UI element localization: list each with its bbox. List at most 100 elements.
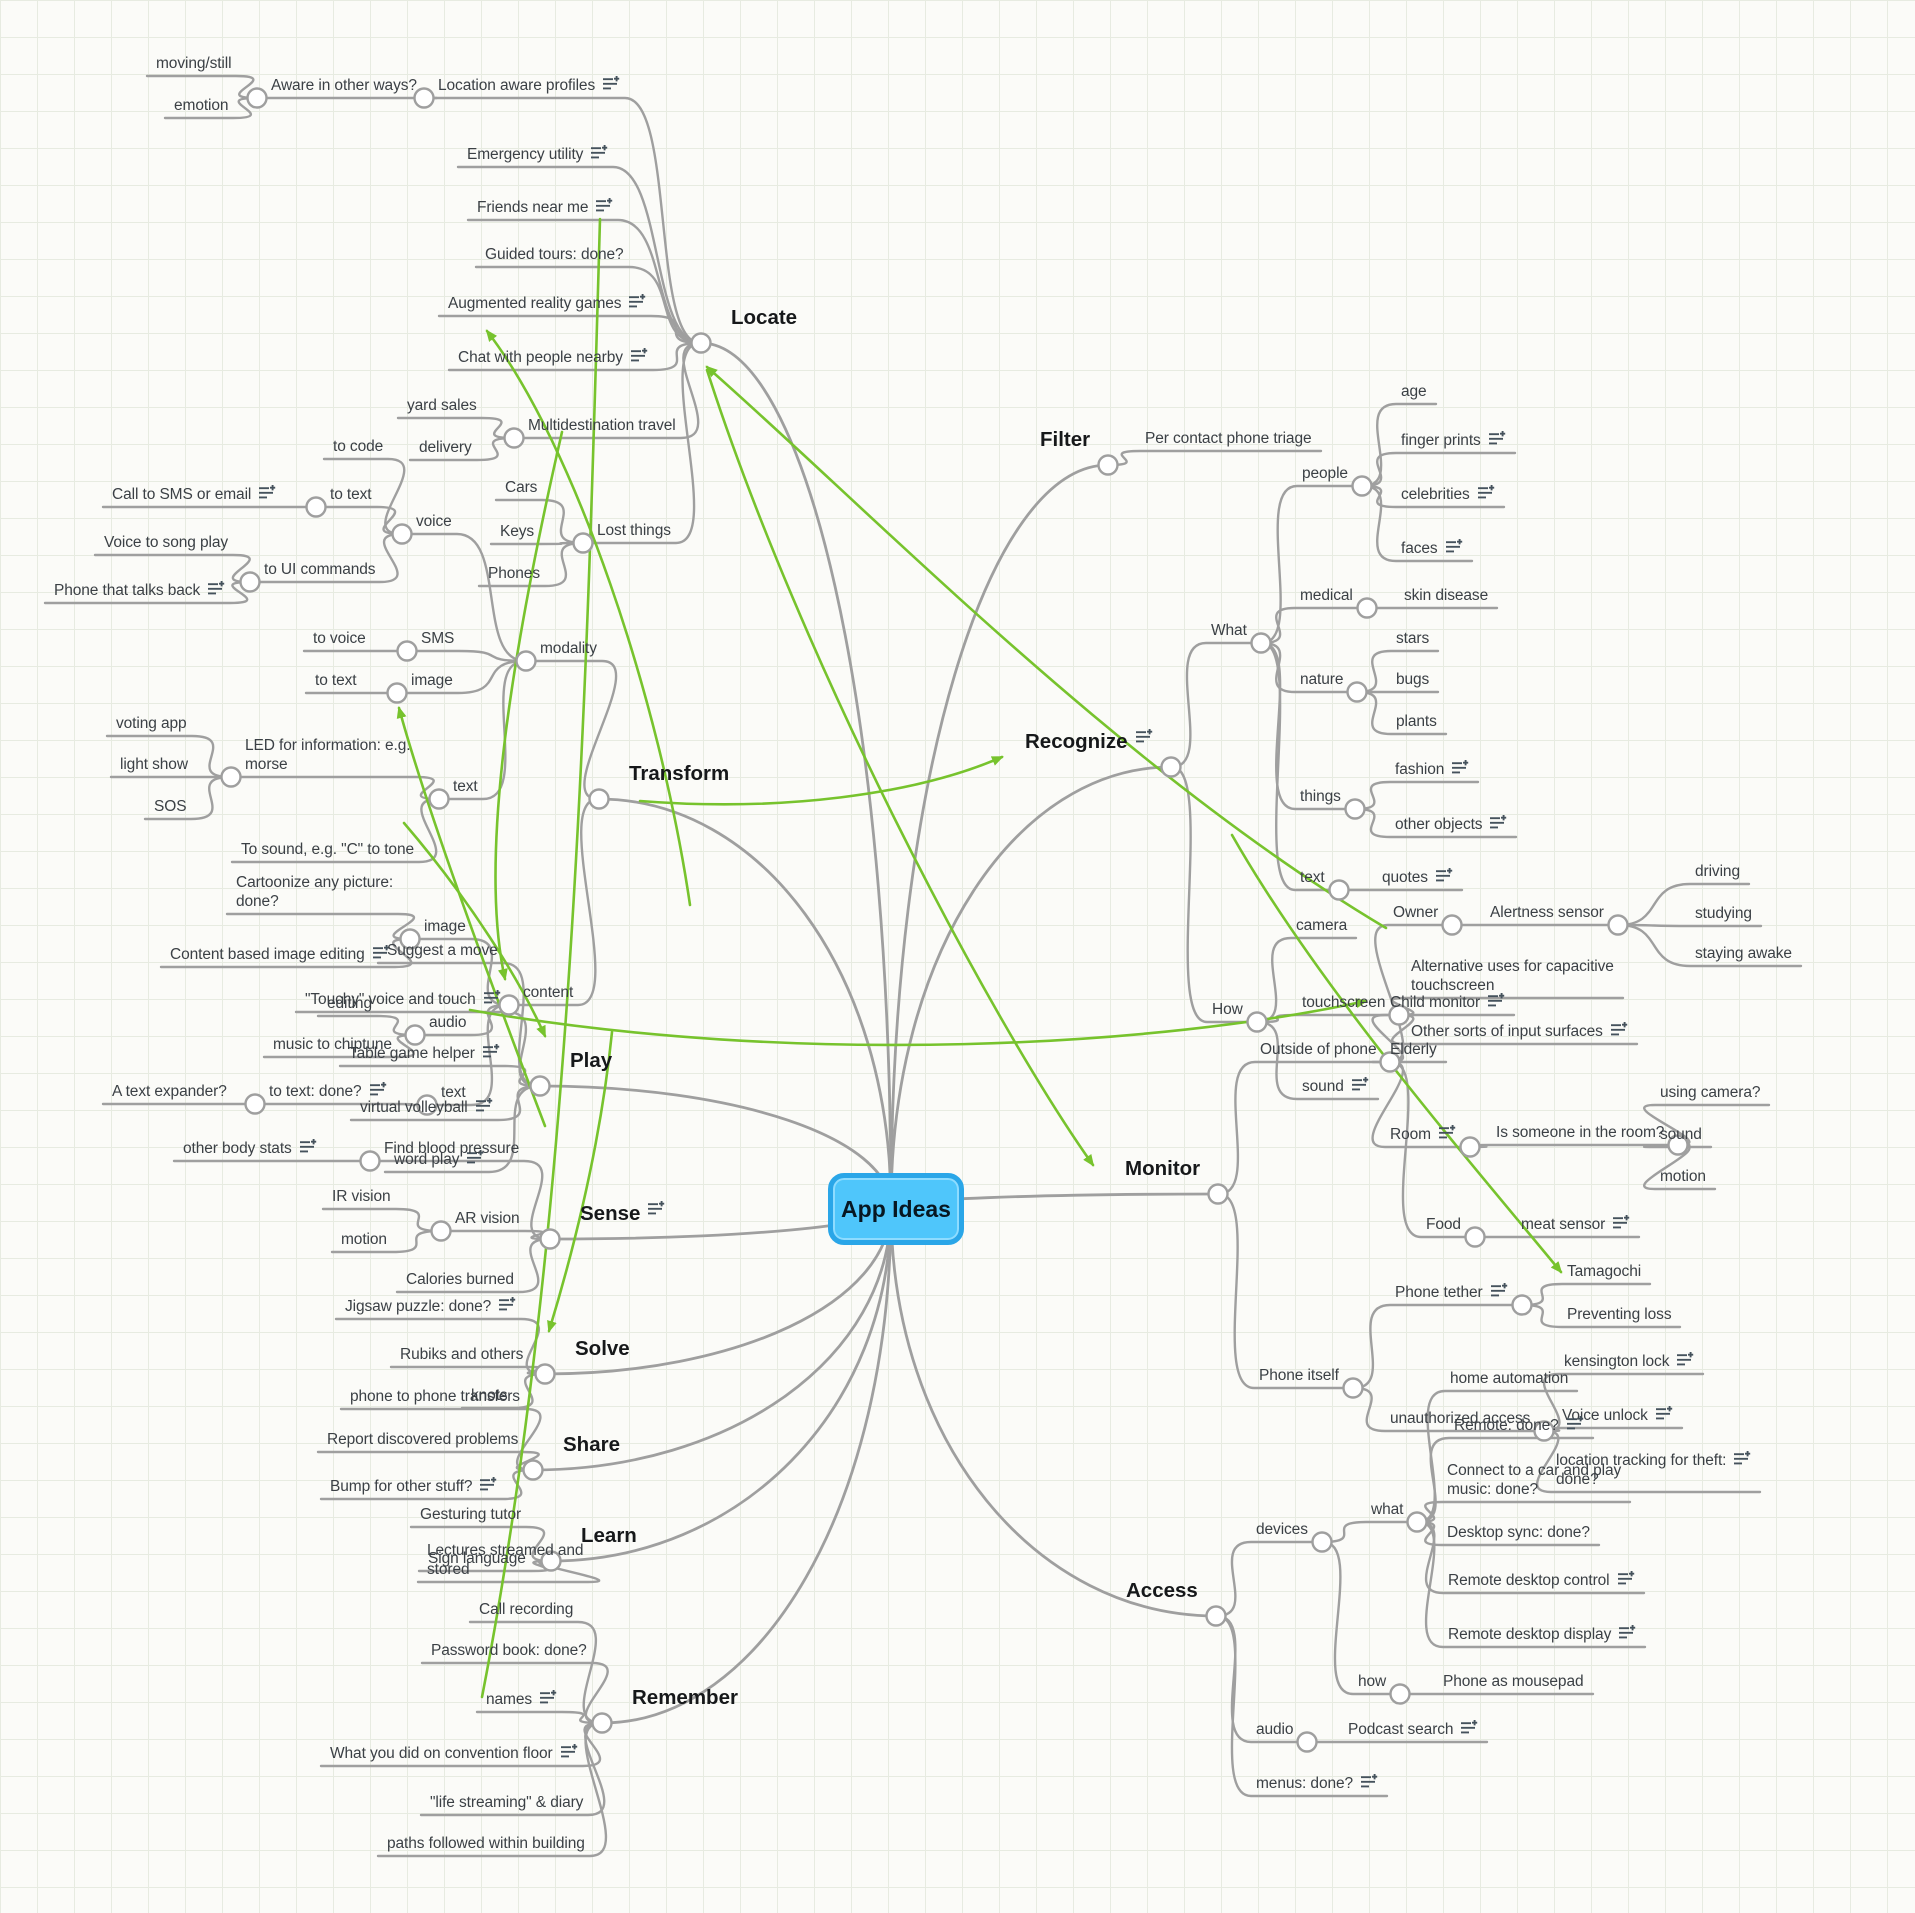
fold-handle-sense[interactable] bbox=[539, 1228, 561, 1250]
node-connect-car[interactable]: Connect to a car and play music: done? bbox=[1447, 1461, 1621, 1499]
node-what-a[interactable]: what bbox=[1371, 1500, 1403, 1519]
node-cbie[interactable]: Content based image editing bbox=[170, 945, 390, 964]
node-things[interactable]: things bbox=[1300, 787, 1341, 806]
node-chiptune[interactable]: music to chiptune bbox=[273, 1035, 392, 1054]
fold-handle-unauth[interactable] bbox=[1533, 1420, 1555, 1442]
node-text-m[interactable]: text bbox=[453, 777, 478, 796]
node-gesturing[interactable]: Gesturing tutor bbox=[420, 1505, 521, 1524]
node-other-body[interactable]: other body stats bbox=[183, 1139, 317, 1158]
fold-handle-image-c[interactable] bbox=[399, 928, 421, 950]
node-room[interactable]: Room bbox=[1390, 1125, 1456, 1144]
node-plants[interactable]: plants bbox=[1396, 712, 1437, 731]
node-content[interactable]: content bbox=[523, 983, 573, 1002]
node-motion-s[interactable]: motion bbox=[341, 1230, 387, 1249]
fold-handle-text-c[interactable] bbox=[416, 1094, 438, 1116]
fold-handle-filter[interactable] bbox=[1097, 454, 1119, 476]
node-text-r[interactable]: text bbox=[1300, 868, 1325, 887]
fold-handle-voice[interactable] bbox=[391, 523, 413, 545]
fold-handle-monitor[interactable] bbox=[1207, 1183, 1229, 1205]
node-using-cam[interactable]: using camera? bbox=[1660, 1083, 1760, 1102]
node-audio-a[interactable]: audio bbox=[1256, 1720, 1294, 1739]
node-tamagochi[interactable]: Tamagochi bbox=[1567, 1262, 1641, 1281]
node-people[interactable]: people bbox=[1302, 464, 1348, 483]
node-lost-things[interactable]: Lost things bbox=[597, 521, 671, 540]
node-sound-how[interactable]: sound bbox=[1302, 1077, 1369, 1096]
central-node-app-ideas[interactable]: App Ideas bbox=[828, 1173, 964, 1245]
node-nature[interactable]: nature bbox=[1300, 670, 1343, 689]
fold-handle-text-r[interactable] bbox=[1328, 879, 1350, 901]
fold-handle-phone-itself[interactable] bbox=[1342, 1377, 1364, 1399]
fold-handle-find-blood[interactable] bbox=[359, 1150, 381, 1172]
node-multidest[interactable]: Multidestination travel bbox=[528, 416, 676, 435]
fold-handle-alertness[interactable] bbox=[1607, 914, 1629, 936]
branch-sense[interactable]: Sense bbox=[580, 1201, 665, 1226]
node-cars[interactable]: Cars bbox=[505, 478, 537, 497]
node-cartoonize[interactable]: Cartoonize any picture: done? bbox=[236, 873, 393, 911]
node-prevent-loss[interactable]: Preventing loss bbox=[1567, 1305, 1672, 1324]
fold-handle-play[interactable] bbox=[529, 1075, 551, 1097]
node-rdc[interactable]: Remote desktop control bbox=[1448, 1571, 1635, 1590]
node-someone[interactable]: Is someone in the room? bbox=[1496, 1123, 1664, 1142]
node-jigsaw[interactable]: Jigsaw puzzle: done? bbox=[345, 1297, 516, 1316]
fold-handle-tether[interactable] bbox=[1511, 1294, 1533, 1316]
node-skin[interactable]: skin disease bbox=[1404, 586, 1488, 605]
node-remote-done[interactable]: Remote: done? bbox=[1454, 1416, 1584, 1435]
node-chat-nearby[interactable]: Chat with people nearby bbox=[458, 348, 648, 367]
fold-handle-multidest[interactable] bbox=[503, 427, 525, 449]
node-owner[interactable]: Owner bbox=[1393, 903, 1438, 922]
fold-handle-share[interactable] bbox=[522, 1459, 544, 1481]
node-editing[interactable]: editing bbox=[327, 994, 372, 1013]
fold-handle-text-m[interactable] bbox=[428, 788, 450, 810]
node-sign-lang[interactable]: Sign language bbox=[428, 1549, 526, 1568]
fold-handle-loc-profiles[interactable] bbox=[413, 87, 435, 109]
fold-handle-how-a[interactable] bbox=[1389, 1683, 1411, 1705]
node-call-rec[interactable]: Call recording bbox=[479, 1600, 573, 1619]
node-bump[interactable]: Bump for other stuff? bbox=[330, 1477, 497, 1496]
node-lifestream[interactable]: "life streaming" & diary bbox=[430, 1793, 583, 1812]
fold-handle-transform[interactable] bbox=[588, 788, 610, 810]
node-unauth[interactable]: unauthorized access bbox=[1390, 1409, 1530, 1428]
node-word-play[interactable]: word play bbox=[394, 1150, 484, 1169]
node-sms-n[interactable]: SMS bbox=[421, 629, 454, 648]
node-voting[interactable]: voting app bbox=[116, 714, 187, 733]
fold-handle-modality[interactable] bbox=[515, 650, 537, 672]
node-staying[interactable]: staying awake bbox=[1695, 944, 1792, 963]
node-to-code[interactable]: to code bbox=[333, 437, 383, 456]
node-paths[interactable]: paths followed within building bbox=[387, 1834, 585, 1853]
node-text-c[interactable]: text bbox=[441, 1083, 466, 1102]
node-podcast[interactable]: Podcast search bbox=[1348, 1720, 1478, 1739]
node-fingerprints[interactable]: finger prints bbox=[1401, 431, 1506, 450]
fold-handle-outside[interactable] bbox=[1379, 1051, 1401, 1073]
node-totext-done[interactable]: to text: done? bbox=[269, 1082, 387, 1101]
fold-handle-locate[interactable] bbox=[690, 332, 712, 354]
fold-handle-touchscreen[interactable] bbox=[1388, 1004, 1410, 1026]
node-call-sms[interactable]: Call to SMS or email bbox=[112, 485, 276, 504]
node-find-blood[interactable]: Find blood pressure bbox=[384, 1139, 519, 1158]
fold-handle-ar-vision[interactable] bbox=[430, 1220, 452, 1242]
node-how[interactable]: How bbox=[1212, 1000, 1243, 1019]
node-kensington[interactable]: kensington lock bbox=[1564, 1352, 1694, 1371]
node-image-m[interactable]: image bbox=[411, 671, 453, 690]
node-light-show[interactable]: light show bbox=[120, 755, 188, 774]
node-voice[interactable]: voice bbox=[416, 512, 452, 531]
branch-recognize[interactable]: Recognize bbox=[1025, 729, 1153, 754]
fold-handle-audio-a[interactable] bbox=[1296, 1731, 1318, 1753]
node-image-c[interactable]: image bbox=[424, 917, 466, 936]
node-home-auto[interactable]: home automation bbox=[1450, 1369, 1568, 1388]
node-led[interactable]: LED for information: e.g. morse bbox=[245, 736, 411, 774]
node-emergency[interactable]: Emergency utility bbox=[467, 145, 608, 164]
node-to-sound[interactable]: To sound, e.g. "C" to tone bbox=[241, 840, 414, 859]
node-to-ui[interactable]: to UI commands bbox=[264, 560, 376, 579]
node-loc-profiles[interactable]: Location aware profiles bbox=[438, 76, 620, 95]
node-driving[interactable]: driving bbox=[1695, 862, 1740, 881]
node-phone-itself[interactable]: Phone itself bbox=[1259, 1366, 1339, 1385]
node-knots[interactable]: knots bbox=[471, 1386, 508, 1405]
node-how-a[interactable]: how bbox=[1358, 1672, 1386, 1691]
fold-handle-content[interactable] bbox=[498, 994, 520, 1016]
node-desktop-sync[interactable]: Desktop sync: done? bbox=[1447, 1523, 1590, 1542]
node-tether[interactable]: Phone tether bbox=[1395, 1283, 1508, 1302]
branch-remember[interactable]: Remember bbox=[632, 1685, 738, 1710]
node-ar-vision[interactable]: AR vision bbox=[455, 1209, 520, 1228]
node-phone-talks[interactable]: Phone that talks back bbox=[54, 581, 225, 600]
node-other-input[interactable]: Other sorts of input surfaces bbox=[1411, 1022, 1628, 1041]
